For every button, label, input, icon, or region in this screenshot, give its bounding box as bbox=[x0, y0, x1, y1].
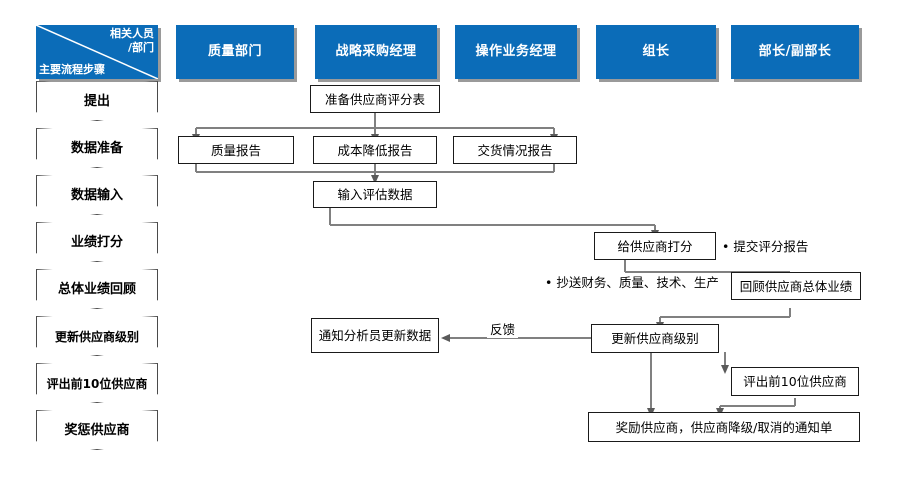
edge-label-feedback: 反馈 bbox=[487, 319, 519, 338]
note-cc-departments: • 抄送财务、质量、技术、生产 bbox=[545, 275, 719, 290]
step-overall-review-label: 总体业绩回顾 bbox=[57, 282, 136, 298]
corner-header-roles-label: 相关人员 /部门 bbox=[70, 27, 154, 55]
lane-header-director-deputy-director[interactable]: 部长/副部长 bbox=[731, 25, 859, 79]
node-prepare-scorecard[interactable]: 准备供应商评分表 bbox=[310, 85, 440, 113]
node-input-evaluation-data-label: 输入评估数据 bbox=[337, 187, 413, 202]
node-review-overall-performance-label: 回顾供应商总体业绩 bbox=[739, 278, 853, 294]
arrowhead-notify-analyst bbox=[441, 334, 450, 342]
step-reward-penalty[interactable]: 奖惩供应商 bbox=[36, 410, 158, 450]
corner-header-steps-label: 主要流程步骤 bbox=[39, 62, 105, 76]
node-notify-analyst-update-data[interactable]: 通知分析员更新数据 bbox=[311, 318, 439, 353]
corner-header-roles-line2: /部门 bbox=[127, 40, 154, 54]
step-propose-label: 提出 bbox=[83, 94, 110, 110]
lane-header-strategic-purchasing-manager[interactable]: 战略采购经理 bbox=[315, 25, 437, 79]
step-top10-suppliers-label: 评出前10位供应商 bbox=[46, 376, 148, 391]
lane-header-operations-business-manager[interactable]: 操作业务经理 bbox=[455, 25, 577, 79]
node-input-evaluation-data[interactable]: 输入评估数据 bbox=[313, 181, 437, 208]
edge-label-feedback-text: 反馈 bbox=[490, 322, 516, 337]
step-update-supplier-level[interactable]: 更新供应商级别 bbox=[36, 316, 158, 356]
step-data-input-label: 数据输入 bbox=[70, 188, 123, 204]
step-data-input[interactable]: 数据输入 bbox=[36, 175, 158, 215]
lane-header-team-leader-label: 组长 bbox=[642, 43, 670, 59]
note-submit-score-report-label: • 提交评分报告 bbox=[722, 239, 809, 254]
lane-header-quality-dept-label: 质量部门 bbox=[207, 43, 262, 59]
lane-header-operations-business-manager-label: 操作业务经理 bbox=[475, 43, 557, 59]
step-performance-scoring[interactable]: 业绩打分 bbox=[36, 222, 158, 262]
node-quality-report-label: 质量报告 bbox=[210, 142, 261, 158]
node-quality-report[interactable]: 质量报告 bbox=[178, 136, 294, 164]
node-top10-suppliers-label: 评出前10位供应商 bbox=[743, 374, 847, 389]
node-update-supplier-level-label: 更新供应商级别 bbox=[611, 331, 699, 346]
step-overall-review[interactable]: 总体业绩回顾 bbox=[36, 269, 158, 309]
corner-header-roles-line1: 相关人员 bbox=[110, 27, 154, 40]
node-reward-downgrade-notice-label: 奖励供应商，供应商降级/取消的通知单 bbox=[615, 419, 833, 435]
arrowhead-top10 bbox=[721, 365, 729, 374]
node-prepare-scorecard-label: 准备供应商评分表 bbox=[324, 91, 425, 107]
step-top10-suppliers[interactable]: 评出前10位供应商 bbox=[36, 363, 158, 403]
lane-header-strategic-purchasing-manager-label: 战略采购经理 bbox=[335, 43, 417, 59]
node-cost-reduction-report[interactable]: 成本降低报告 bbox=[313, 136, 437, 164]
node-update-supplier-level[interactable]: 更新供应商级别 bbox=[591, 324, 719, 353]
lane-header-director-deputy-director-label: 部长/副部长 bbox=[758, 43, 832, 59]
step-reward-penalty-label: 奖惩供应商 bbox=[64, 423, 130, 439]
step-data-prep[interactable]: 数据准备 bbox=[36, 128, 158, 168]
step-data-prep-label: 数据准备 bbox=[70, 141, 123, 157]
node-cost-reduction-report-label: 成本降低报告 bbox=[337, 142, 413, 158]
lane-header-team-leader[interactable]: 组长 bbox=[596, 25, 716, 79]
corner-header-cell: 相关人员 /部门 主要流程步骤 bbox=[36, 25, 158, 79]
note-submit-score-report: • 提交评分报告 bbox=[722, 239, 808, 254]
node-score-supplier[interactable]: 给供应商打分 bbox=[594, 232, 716, 260]
node-review-overall-performance[interactable]: 回顾供应商总体业绩 bbox=[731, 272, 861, 300]
step-update-supplier-level-label: 更新供应商级别 bbox=[54, 329, 139, 344]
node-notify-analyst-update-data-label: 通知分析员更新数据 bbox=[318, 328, 432, 343]
node-delivery-status-report-label: 交货情况报告 bbox=[477, 142, 553, 158]
step-propose[interactable]: 提出 bbox=[36, 81, 158, 121]
node-score-supplier-label: 给供应商打分 bbox=[617, 238, 693, 254]
step-performance-scoring-label: 业绩打分 bbox=[70, 235, 123, 251]
node-reward-downgrade-notice[interactable]: 奖励供应商，供应商降级/取消的通知单 bbox=[588, 412, 860, 442]
note-cc-departments-label: • 抄送财务、质量、技术、生产 bbox=[545, 275, 719, 290]
node-top10-suppliers[interactable]: 评出前10位供应商 bbox=[731, 367, 859, 396]
lane-header-quality-dept[interactable]: 质量部门 bbox=[176, 25, 294, 79]
node-delivery-status-report[interactable]: 交货情况报告 bbox=[453, 136, 577, 164]
